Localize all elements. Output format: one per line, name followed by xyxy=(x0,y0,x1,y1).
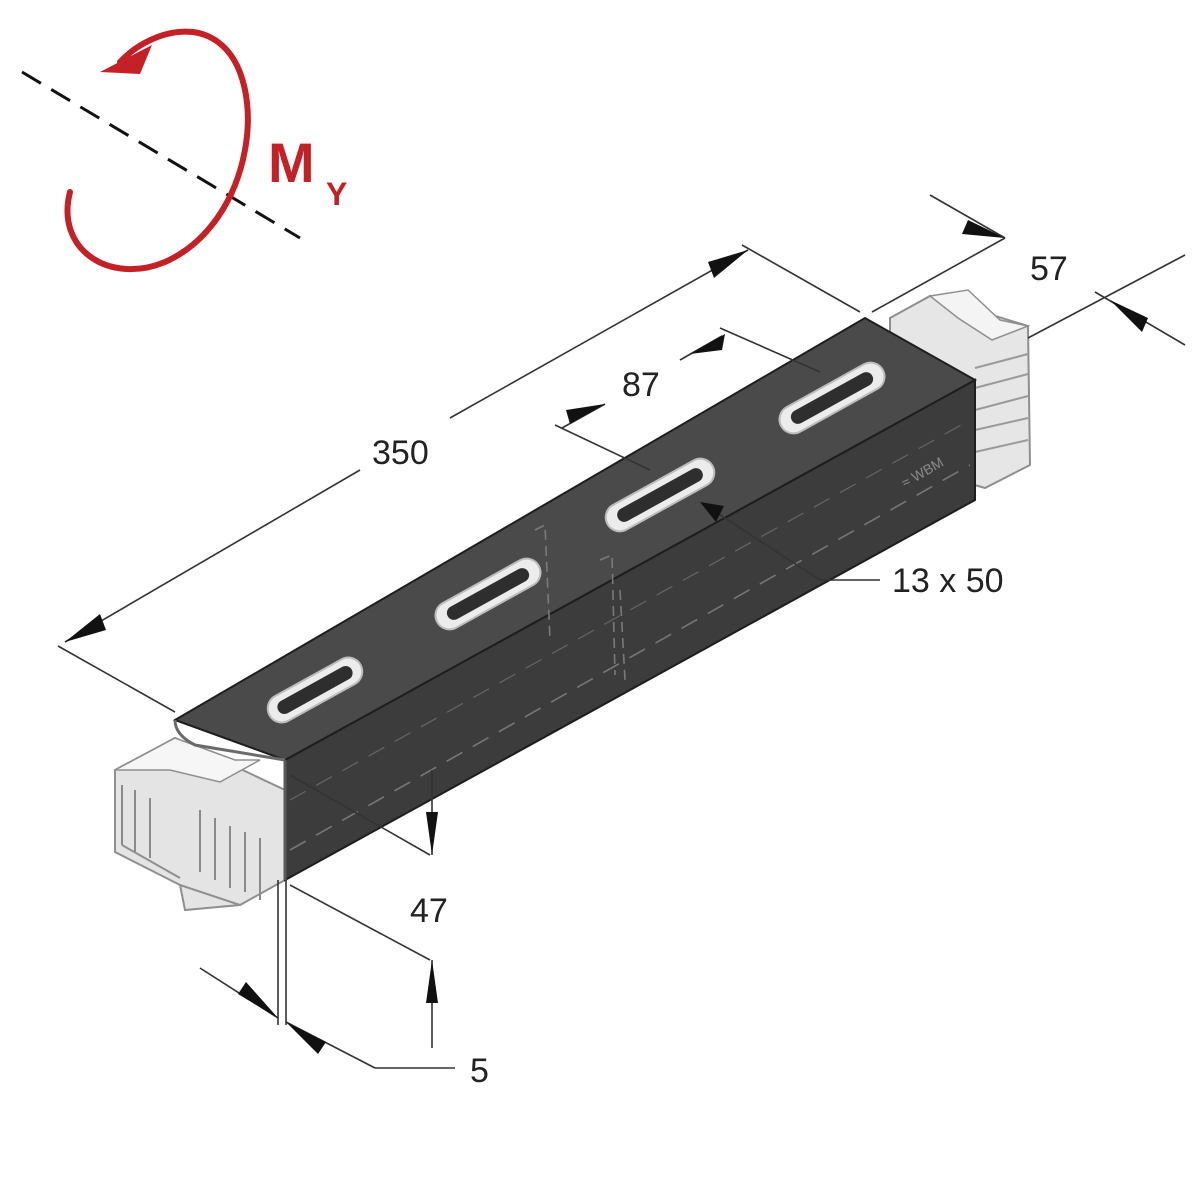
channel-near-end xyxy=(114,736,286,912)
moment-arrow-icon xyxy=(64,28,251,273)
slot-2 xyxy=(434,557,542,631)
dimension-slot-size: 13 x 50 xyxy=(700,502,1004,600)
moment-subscript: Y xyxy=(326,176,347,212)
moment-axis xyxy=(21,70,301,240)
length-dimension-label: 350 xyxy=(372,434,429,472)
connector-sleeve: ≈ WBM xyxy=(172,316,978,882)
dimension-width: 57 xyxy=(871,194,1186,346)
width-dimension-label: 57 xyxy=(1030,250,1068,288)
dimension-length: 350 xyxy=(57,244,861,713)
thickness-dimension-label: 5 xyxy=(470,1052,489,1090)
moment-symbol: M xyxy=(268,131,315,194)
slot-pitch-dimension-label: 87 xyxy=(622,366,660,404)
dimension-thickness: 5 xyxy=(199,880,489,1090)
height-dimension-label: 47 xyxy=(410,892,448,930)
slot-4 xyxy=(778,361,886,435)
moment-label: M Y xyxy=(268,131,347,212)
dimension-slot-pitch: 87 xyxy=(554,327,821,471)
slot-3 xyxy=(604,457,716,533)
slot-1 xyxy=(266,656,364,724)
slot-size-dimension-label: 13 x 50 xyxy=(892,562,1004,600)
dimension-height: 47 xyxy=(289,770,448,1048)
